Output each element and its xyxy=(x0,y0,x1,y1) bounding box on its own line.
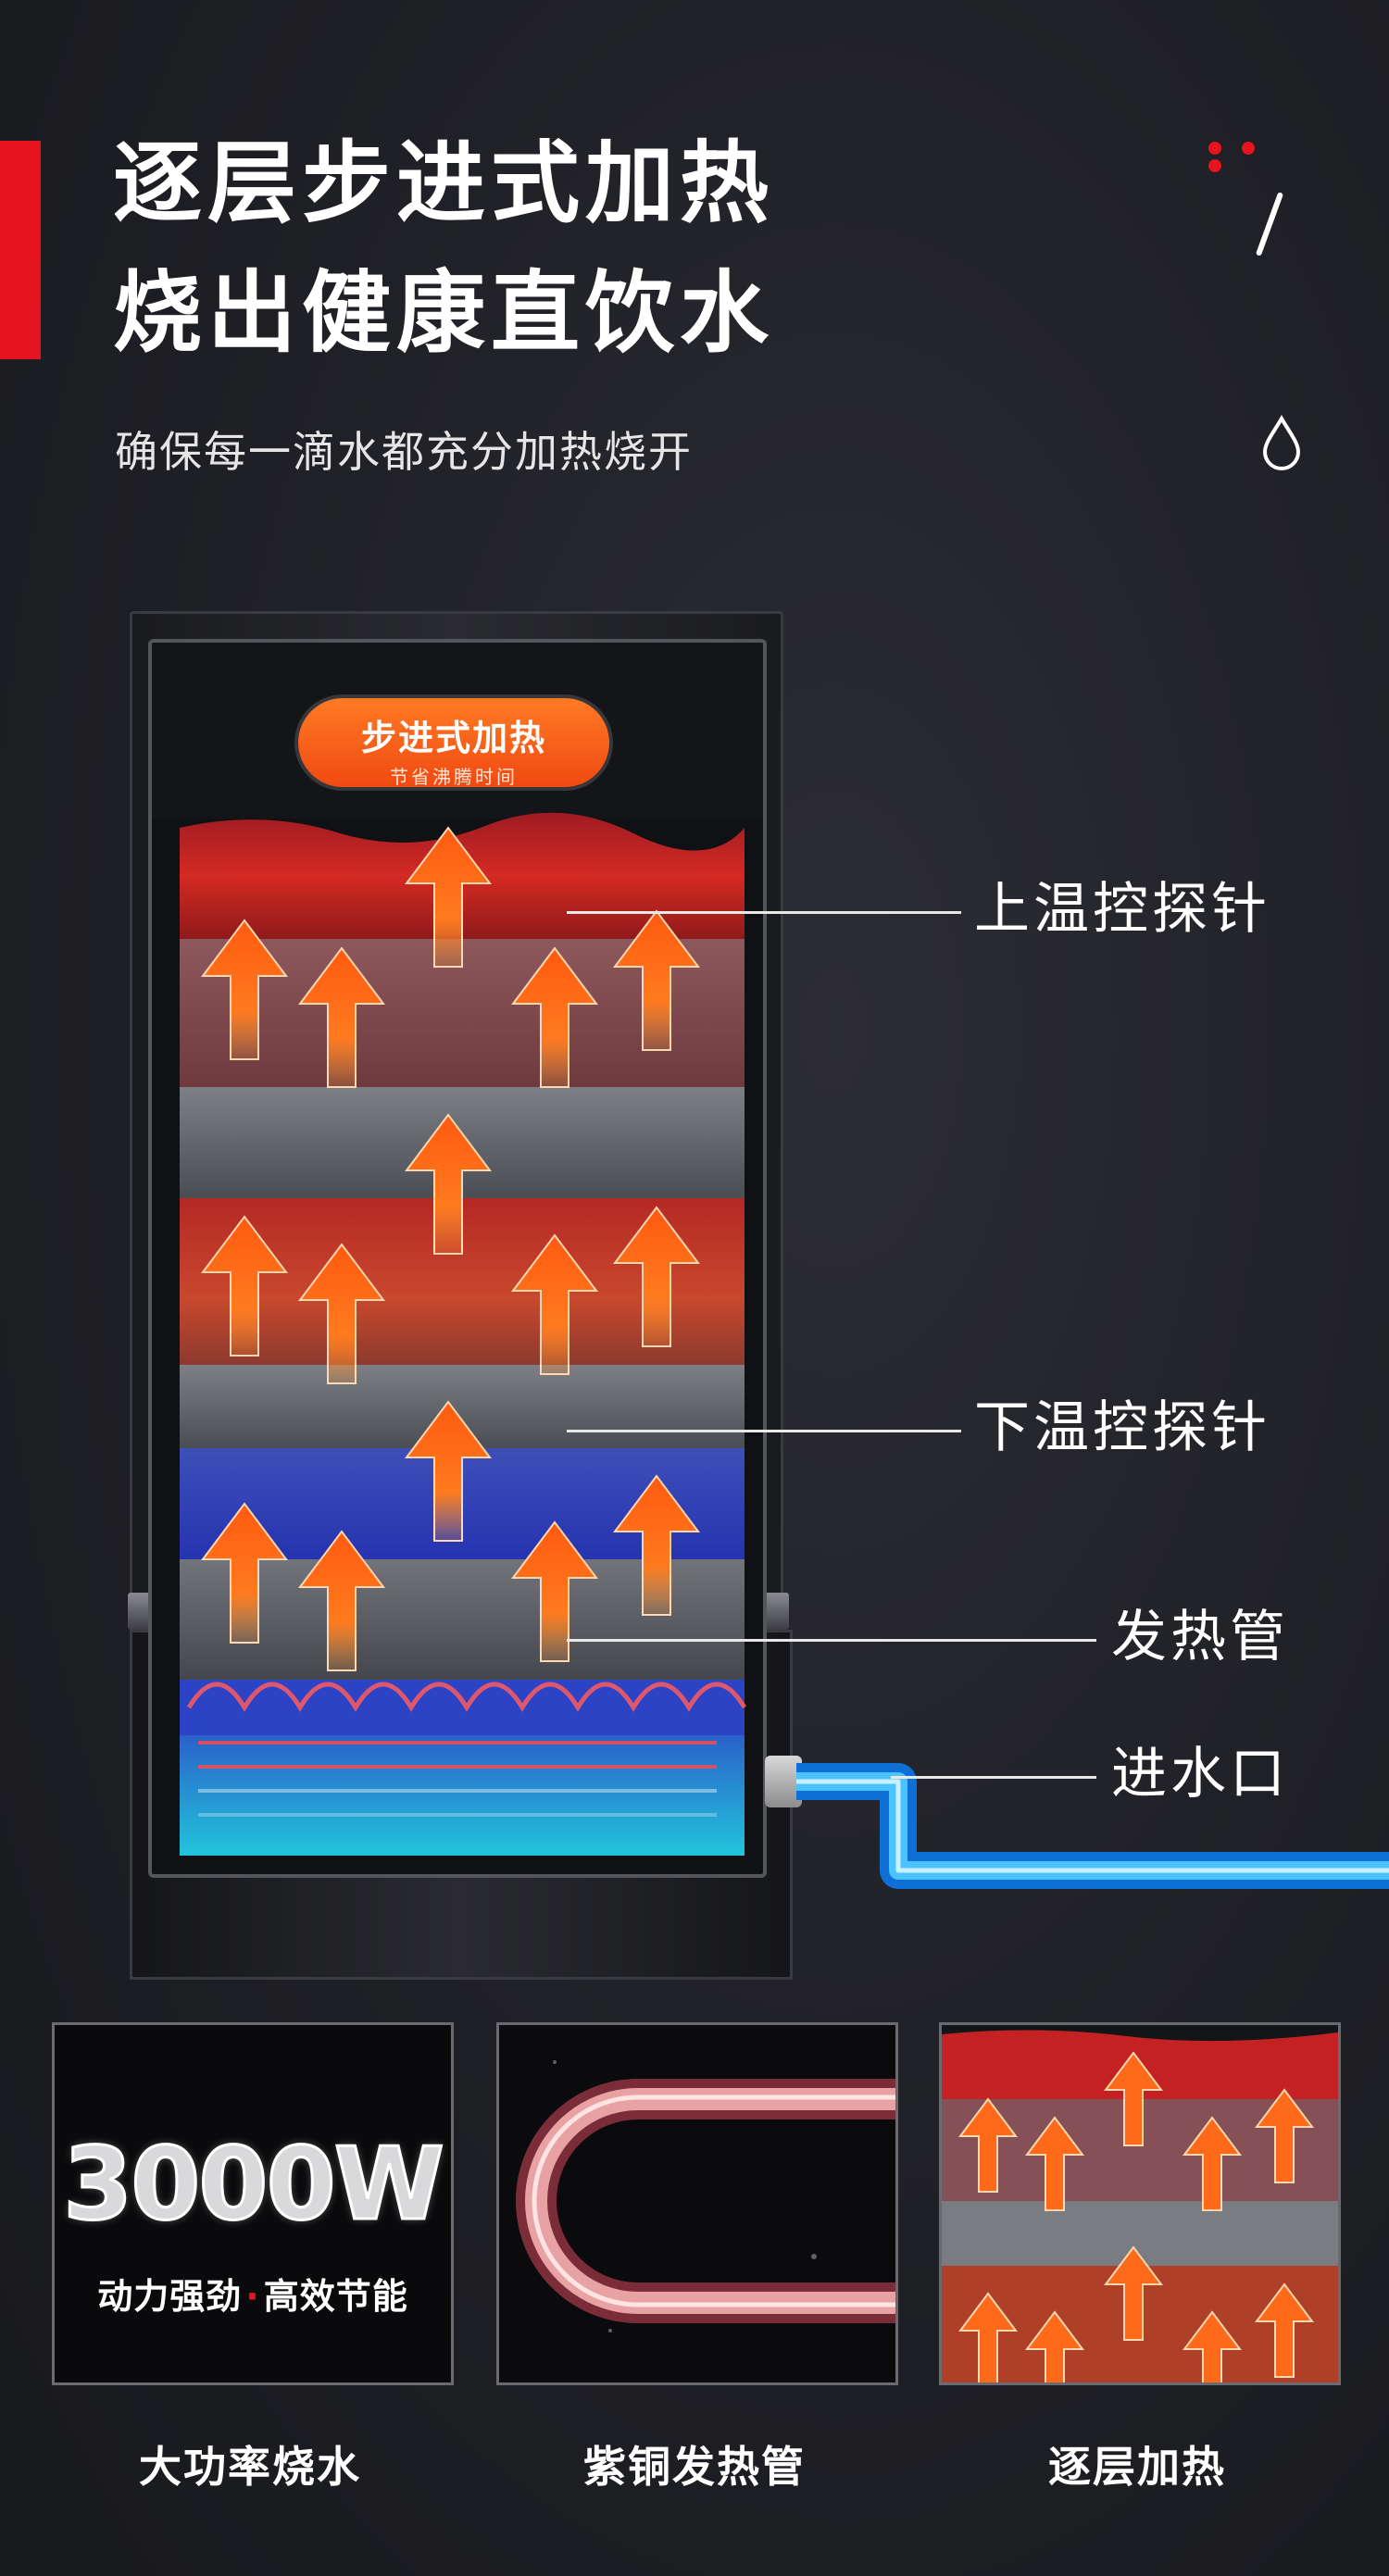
feature-card-copper-tube xyxy=(496,2022,898,2385)
tagline-right: 高效节能 xyxy=(263,2276,408,2317)
headline-line-2: 烧出健康直饮水 xyxy=(113,261,774,365)
badge-title: 步进式加热 xyxy=(360,718,546,758)
water-inlet-pipe-icon xyxy=(796,1763,1389,1889)
slash-icon xyxy=(1255,192,1284,256)
inlet-pipe-connector xyxy=(765,1756,802,1807)
caption-high-power: 大功率烧水 xyxy=(139,2442,361,2492)
caption-layered-heating: 逐层加热 xyxy=(1048,2442,1226,2492)
heating-tank-cutaway xyxy=(148,639,767,1878)
callout-line-lower-probe xyxy=(567,1430,961,1432)
dot-icon xyxy=(1208,141,1301,172)
copper-heating-tube-icon xyxy=(499,2025,895,2382)
callout-line-water-inlet xyxy=(891,1776,1096,1779)
callout-line-upper-probe xyxy=(567,911,961,914)
feature-card-power: 3000W 动力强劲·高效节能 xyxy=(52,2022,454,2385)
power-rating: 3000W xyxy=(62,2126,446,2245)
subheadline: 确保每一滴水都充分加热烧开 xyxy=(115,427,693,477)
tagline-left: 动力强劲 xyxy=(97,2276,243,2317)
feature-card-layered-heating xyxy=(939,2022,1341,2385)
stepped-heating-badge: 步进式加热 节省沸腾时间 xyxy=(298,698,609,788)
power-tagline: 动力强劲·高效节能 xyxy=(55,2268,451,2319)
label-upper-temp-probe: 上温控探针 xyxy=(974,877,1270,942)
label-lower-temp-probe: 下温控探针 xyxy=(974,1395,1270,1460)
callout-line-heating-tube xyxy=(567,1639,1096,1642)
layered-heating-icon xyxy=(942,2025,1338,2382)
water-drop-icon xyxy=(1262,415,1301,470)
accent-bar xyxy=(0,141,41,359)
label-water-inlet: 进水口 xyxy=(1111,1742,1289,1807)
tagline-separator: · xyxy=(245,2276,260,2317)
headline-line-1: 逐层步进式加热 xyxy=(113,131,774,235)
heating-layers-graphic xyxy=(152,643,763,1856)
label-heating-tube: 发热管 xyxy=(1111,1605,1289,1669)
caption-copper-tube: 紫铜发热管 xyxy=(583,2442,806,2492)
badge-subtitle: 节省沸腾时间 xyxy=(390,766,518,788)
